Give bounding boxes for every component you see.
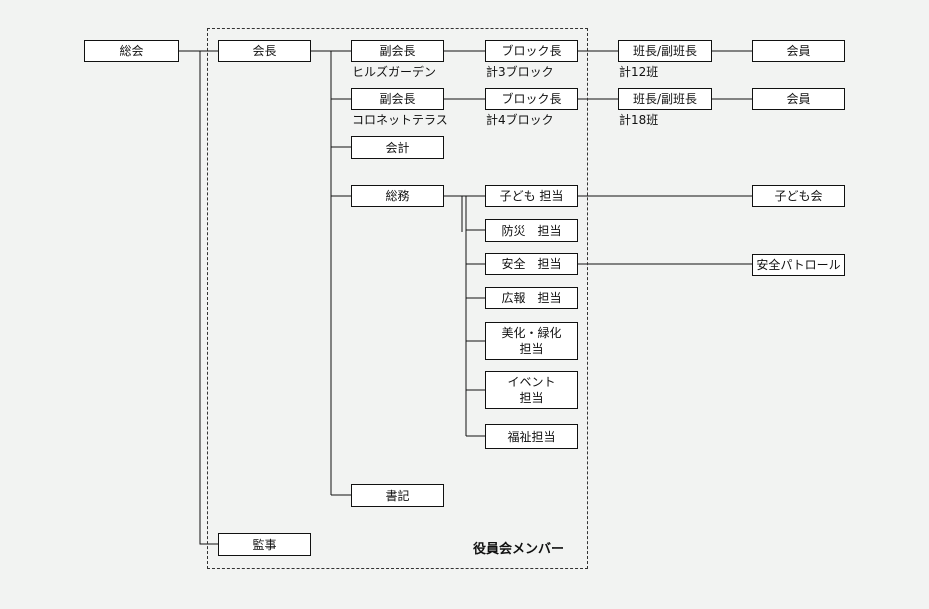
tantou-event-label-line1: イベント	[507, 375, 556, 389]
soukai-label: 総会	[119, 44, 144, 58]
fukukaichou-2-label: 副会長	[379, 92, 416, 106]
line-soukai-trunk	[199, 51, 218, 545]
tantou-bousai-box: 防災 担当	[485, 219, 578, 242]
kaichou-box: 会長	[218, 40, 311, 62]
tantou-bousai-label: 防災 担当	[501, 223, 562, 238]
kaikei-box: 会計	[351, 136, 444, 159]
shoki-box: 書記	[351, 484, 444, 507]
kaiin-2-box: 会員	[752, 88, 845, 110]
tantou-kouhou-box: 広報 担当	[485, 287, 578, 309]
tantou-bika-label-line2: 担当	[519, 342, 544, 356]
kaikei-label: 会計	[385, 140, 410, 155]
han-1-box: 班長/副班長	[618, 40, 712, 62]
tantou-bika-label-line1: 美化・緑化	[501, 326, 562, 340]
block-2-label: ブロック長	[501, 92, 562, 106]
block-2-note: 計4ブロック	[486, 113, 554, 127]
soumu-label: 総務	[385, 189, 410, 203]
anzen-patrol-box: 安全パトロール	[752, 254, 845, 276]
fukukaichou-1-box: 副会長	[351, 40, 444, 62]
kaiin-1-box: 会員	[752, 40, 845, 62]
tantou-kodomo-box: 子ども 担当	[485, 185, 578, 207]
tantou-event-box: イベント 担当	[485, 371, 578, 409]
han-2-note: 計18班	[619, 113, 659, 127]
kaichou-label: 会長	[252, 44, 277, 58]
soumu-box: 総務	[351, 185, 444, 207]
kaiin-2-label: 会員	[786, 92, 811, 106]
soukai-box: 総会	[84, 40, 179, 62]
tantou-anzen-box: 安全 担当	[485, 253, 578, 275]
han-2-box: 班長/副班長	[618, 88, 712, 110]
block-2-box: ブロック長	[485, 88, 578, 110]
block-1-note: 計3ブロック	[486, 65, 554, 79]
tantou-anzen-label: 安全 担当	[501, 257, 562, 271]
officer-members-frame	[207, 28, 588, 569]
han-2-label: 班長/副班長	[632, 92, 698, 106]
anzen-patrol-label: 安全パトロール	[756, 258, 841, 272]
tantou-fukushi-label: 福祉担当	[507, 429, 556, 444]
tantou-kouhou-label: 広報 担当	[501, 291, 562, 305]
tantou-bika-box: 美化・緑化 担当	[485, 322, 578, 360]
tantou-event-label-line2: 担当	[519, 391, 544, 405]
block-1-box: ブロック長	[485, 40, 578, 62]
kodomokai-label: 子ども会	[774, 189, 823, 203]
kodomokai-box: 子ども会	[752, 185, 845, 207]
fukukaichou-1-note: ヒルズガーデン	[352, 65, 437, 79]
tantou-fukushi-box: 福祉担当	[485, 424, 578, 449]
officer-members-label: 役員会メンバー	[473, 542, 565, 557]
fukukaichou-2-box: 副会長	[351, 88, 444, 110]
kansa-box: 監事	[218, 533, 311, 556]
fukukaichou-2-note: コロネットテラス	[352, 113, 448, 127]
kansa-label: 監事	[252, 537, 277, 552]
block-1-label: ブロック長	[501, 44, 562, 58]
fukukaichou-1-label: 副会長	[379, 44, 416, 58]
shoki-label: 書記	[385, 488, 410, 503]
kaiin-1-label: 会員	[786, 44, 811, 58]
han-1-note: 計12班	[619, 65, 659, 79]
tantou-kodomo-label: 子ども 担当	[499, 189, 564, 203]
han-1-label: 班長/副班長	[632, 44, 698, 58]
